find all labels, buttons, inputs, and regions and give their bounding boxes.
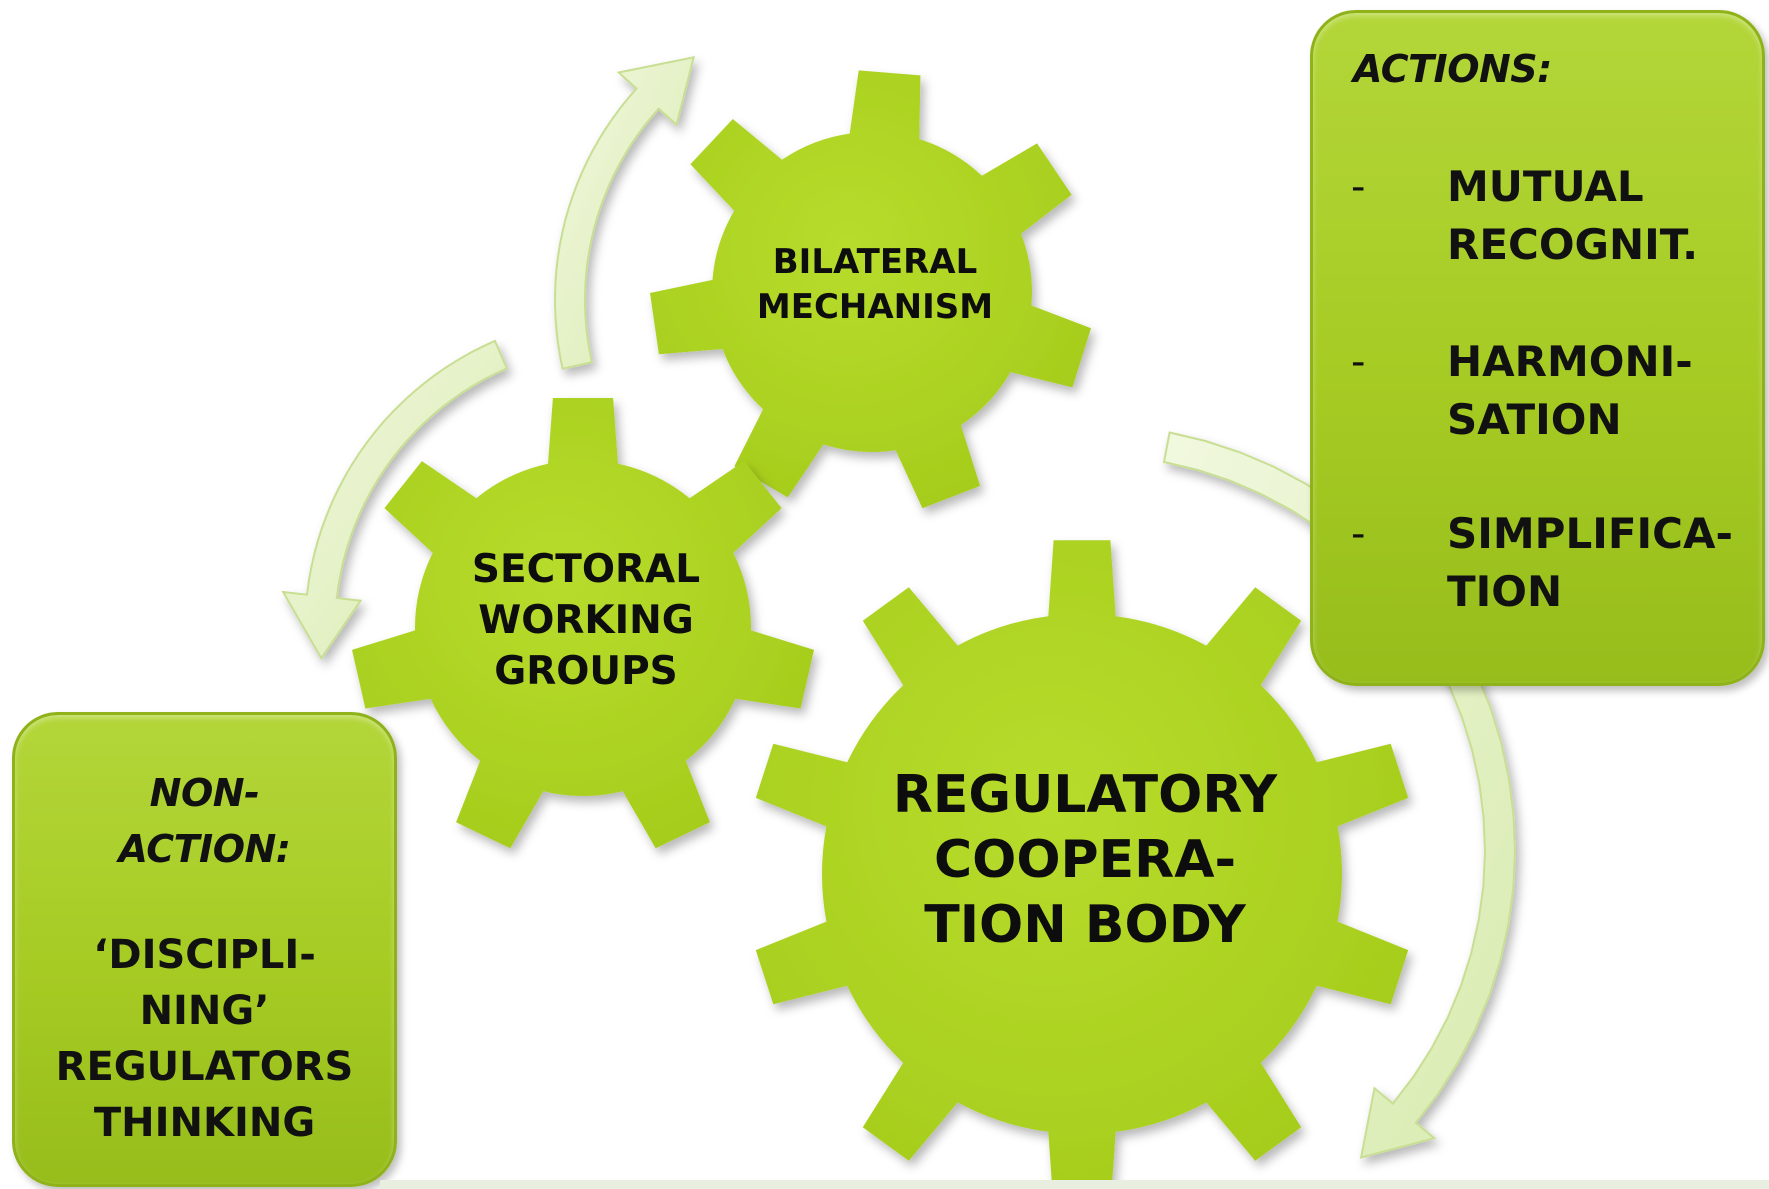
gear-bilateral-mechanism	[650, 70, 1091, 509]
gear-label-sectoral-line1: SECTORAL	[472, 547, 700, 592]
cycle-arrow-up	[554, 56, 696, 370]
gear-label-regulatory-line2: COOPERA-	[934, 830, 1236, 890]
gear-label-sectoral-line3: GROUPS	[494, 649, 678, 694]
action-dash: -	[1351, 511, 1366, 557]
bottom-divider	[380, 1180, 1769, 1189]
gear-label-regulatory-line3: TION BODY	[924, 895, 1247, 955]
gear-label-bilateral-line2: MECHANISM	[757, 287, 993, 327]
gear-label-regulatory-line1: REGULATORY	[893, 765, 1279, 825]
gear-sectoral-working-groups	[352, 398, 814, 849]
actions-box: ACTIONS: - MUTUAL RECOGNIT. - HARMONI- S…	[1310, 10, 1765, 686]
action-text: SIMPLIFICA- TION	[1447, 509, 1733, 616]
actions-title: ACTIONS:	[1353, 47, 1552, 91]
non-action-title: NON- ACTION:	[118, 771, 292, 871]
non-action-box: NON- ACTION: ‘DISCIPLI- NING’ REGULATORS…	[12, 712, 397, 1187]
gear-label-bilateral-line1: BILATERAL	[773, 242, 977, 282]
cycle-arrow-down-left	[281, 339, 509, 661]
non-action-body: ‘DISCIPLI- NING’ REGULATORS THINKING	[55, 932, 354, 1146]
action-text: HARMONI- SATION	[1447, 337, 1693, 444]
gear-label-sectoral-line2: WORKING	[478, 598, 694, 643]
action-text: MUTUAL RECOGNIT.	[1447, 162, 1699, 269]
gear-regulatory-cooperation-body	[755, 540, 1409, 1189]
action-dash: -	[1351, 339, 1366, 385]
action-dash: -	[1351, 164, 1366, 210]
